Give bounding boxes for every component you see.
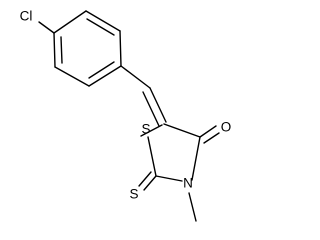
bond-ch-c5ring-double <box>142 91 160 127</box>
bond-s1-c2 <box>147 136 157 177</box>
bond-c4-c5 <box>163 123 201 138</box>
bond-cl-c1 <box>38 21 55 34</box>
atom-label-nitrogen: N <box>183 176 193 191</box>
bond-c4-o-double <box>203 132 220 144</box>
thiazolidinone-ring <box>140 123 201 182</box>
bond-c5-s1 <box>140 124 163 137</box>
bond-c2-c3 <box>85 10 121 32</box>
bond-n3-methyl <box>188 192 197 222</box>
bond-c5-c6 <box>54 66 90 87</box>
atom-label-oxygen: O <box>221 120 232 135</box>
methylidene-linker <box>120 65 167 127</box>
bond-c3-c4 <box>119 30 122 67</box>
atom-label-thione-sulfur: S <box>129 187 138 202</box>
bond-c2-n3 <box>155 175 183 182</box>
bond-c4-o <box>199 125 217 138</box>
bond-c4-c5 <box>88 65 122 87</box>
bond-c1-c2 <box>53 10 87 34</box>
atom-label-ring-sulfur: S <box>141 122 150 137</box>
bond-c4-ch <box>120 65 151 89</box>
bond-n3-c4 <box>191 136 201 181</box>
bond-c2-s-thione-double <box>138 171 152 187</box>
bond-ch-c5ring <box>149 87 167 123</box>
bond-c6-c1-inner <box>60 36 63 64</box>
bond-c2-s-thione <box>143 175 157 191</box>
bond-c6-c1 <box>53 32 56 68</box>
atom-label-chlorine: Cl <box>20 9 33 24</box>
bond-c2-c3-inner <box>86 18 115 36</box>
ring-substituents <box>138 125 220 222</box>
bond-c4-c5-inner <box>88 61 115 79</box>
chlorophenyl-ring <box>38 10 122 87</box>
molecule-structure-diagram: Cl S N O S <box>20 9 232 222</box>
